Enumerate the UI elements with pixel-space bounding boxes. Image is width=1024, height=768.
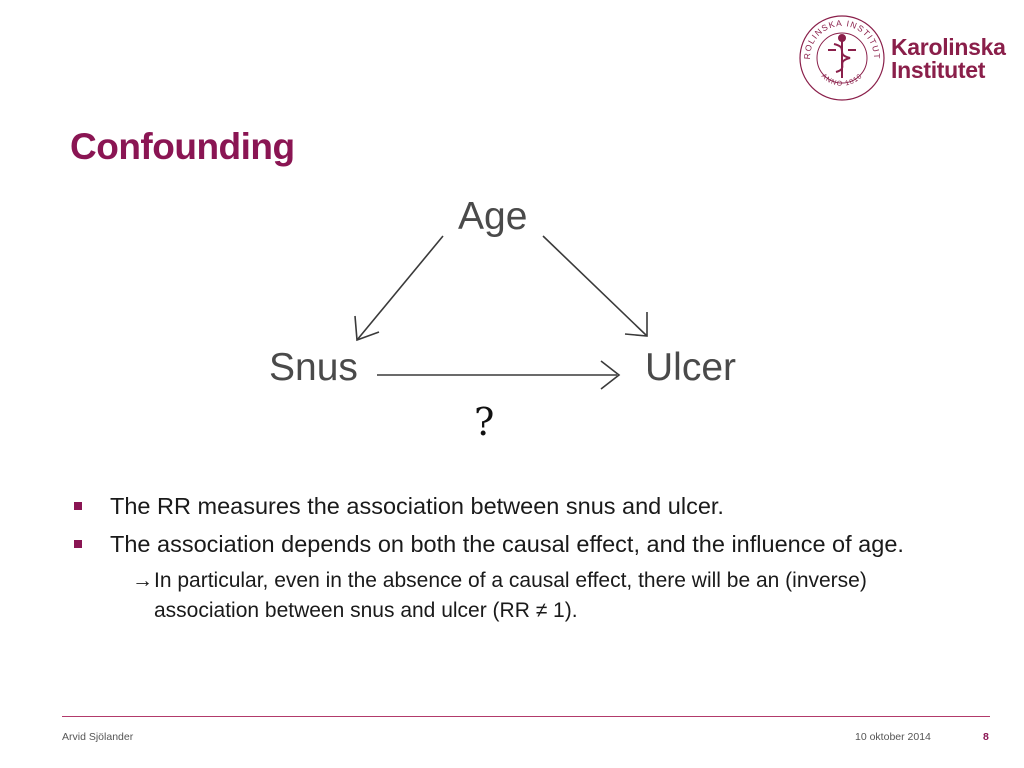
bullet-item: The RR measures the association between …	[70, 490, 970, 522]
question-mark: ?	[474, 400, 495, 444]
karolinska-wordmark: Karolinska Institutet	[891, 36, 1006, 82]
arrowhead-snus	[354, 315, 380, 342]
karolinska-logo: KAROLINSKA INSTITUTET ANNO 1810 Karolins…	[798, 14, 1006, 104]
bullet-text: The RR measures the association between …	[110, 493, 724, 519]
diagram-arrows	[354, 235, 648, 390]
karolinska-seal-icon: KAROLINSKA INSTITUTET ANNO 1810	[798, 14, 885, 101]
bullet-item: The association depends on both the caus…	[70, 528, 970, 560]
edge-age-ulcer	[542, 235, 648, 337]
bullet-square-icon	[74, 540, 82, 548]
bullet-square-icon	[74, 502, 82, 510]
node-snus: Snus	[269, 346, 358, 389]
node-age: Age	[458, 195, 528, 238]
footer-date: 10 oktober 2014	[855, 731, 931, 743]
footer-author: Arvid Sjölander	[62, 731, 134, 743]
footer-divider	[62, 716, 990, 717]
arrowhead-ulcer	[624, 312, 648, 337]
right-arrow-icon: →	[132, 569, 153, 592]
page-number: 8	[983, 731, 989, 743]
causal-diagram: Age Snus Ulcer	[265, 190, 755, 420]
arrowhead-ulcer-direct	[600, 360, 621, 390]
edge-age-snus	[356, 235, 444, 341]
sub-bullet-item: → In particular, even in the absence of …	[132, 566, 970, 626]
node-ulcer: Ulcer	[645, 346, 737, 389]
logo-line-2: Institutet	[891, 57, 986, 83]
sub-bullet-text: In particular, even in the absence of a …	[154, 569, 867, 622]
slide-title: Confounding	[70, 126, 295, 167]
logo-line-1: Karolinska	[891, 34, 1006, 60]
bullet-text: The association depends on both the caus…	[110, 531, 904, 557]
bullet-list: The RR measures the association between …	[70, 490, 970, 626]
